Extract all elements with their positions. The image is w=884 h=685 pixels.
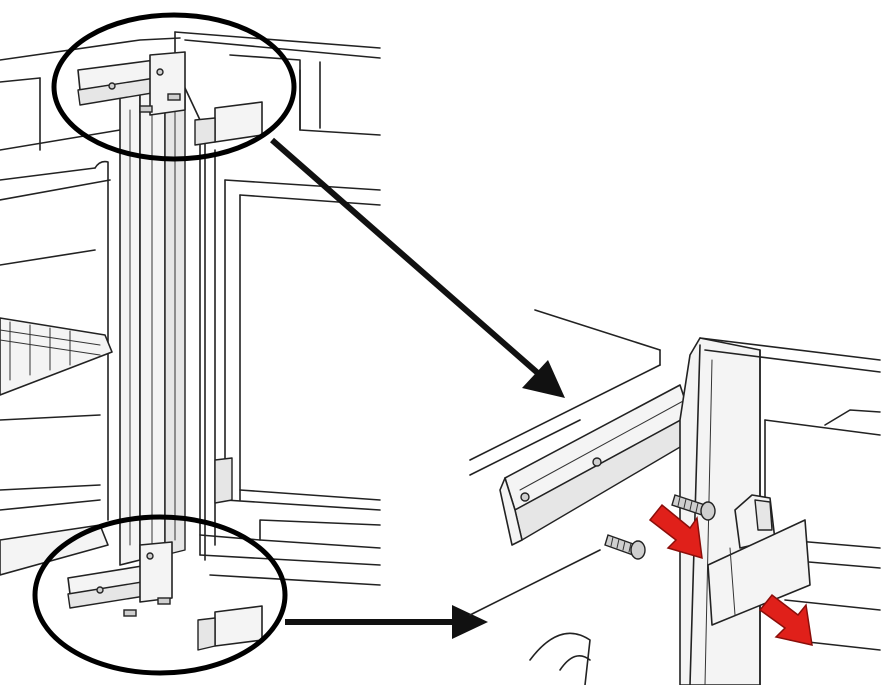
screw-icon	[123, 597, 171, 617]
screw-icon	[139, 93, 181, 113]
screw-icon	[671, 494, 716, 521]
red-arrow-icon	[758, 593, 813, 646]
callout-bottom-ellipse	[32, 514, 288, 676]
screw-icon	[604, 534, 646, 560]
detail-panel	[469, 309, 881, 685]
red-arrow-icon	[648, 503, 703, 560]
callout-top-ellipse	[51, 12, 297, 162]
overview-panel	[0, 31, 381, 651]
arrow-icon	[285, 605, 488, 639]
arrow-icon	[270, 137, 565, 398]
